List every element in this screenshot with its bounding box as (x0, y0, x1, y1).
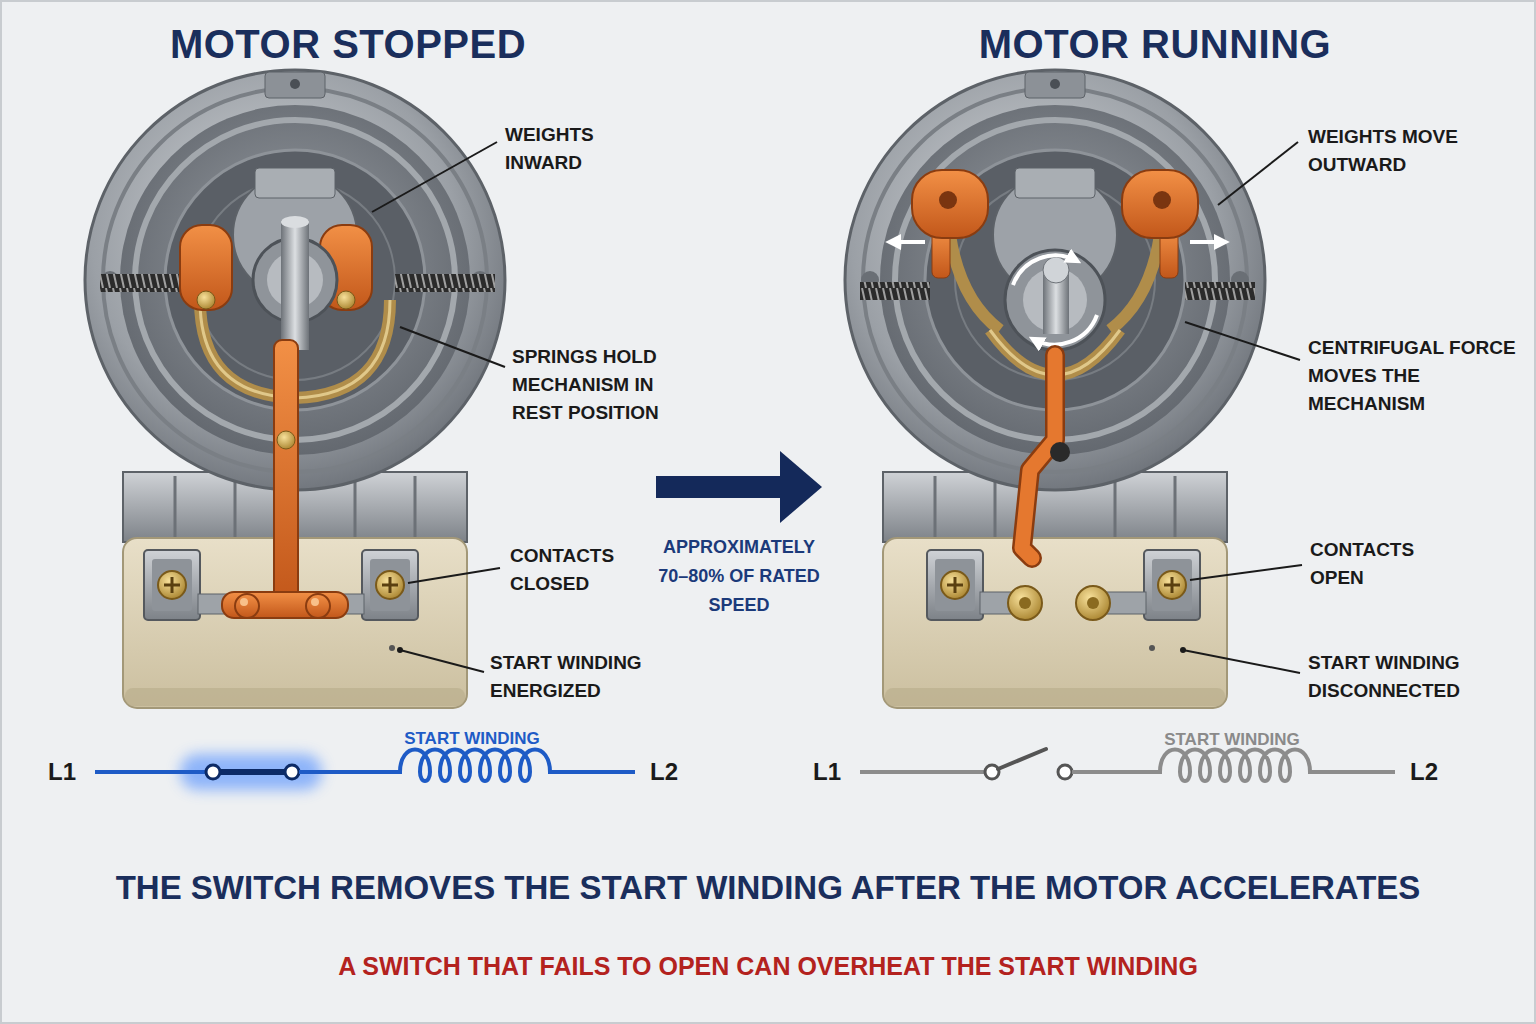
stopped-motor (197, 291, 215, 309)
callout-text: START WINDING ENERGIZED (490, 649, 660, 705)
running-motor (845, 70, 1265, 708)
stopped-motor (222, 592, 348, 618)
winding-name: START WINDING (372, 728, 572, 750)
stopped-motor (337, 291, 355, 309)
running-motor (890, 240, 925, 244)
callout-text: CONTACTS OPEN (1310, 536, 1430, 592)
running-motor (1122, 170, 1198, 238)
running-motor (1087, 597, 1099, 609)
leader-line (408, 568, 500, 583)
callout-text: SPRINGS HOLD MECHANISM IN REST POSITION (512, 343, 677, 427)
closed-circuit-schematic (285, 765, 299, 779)
transition-arrow (656, 476, 780, 498)
running-motor (1185, 282, 1255, 300)
open-circuit-schematic (860, 770, 985, 774)
stopped-motor (240, 598, 248, 606)
stopped-motor (306, 594, 330, 618)
running-motor (1153, 191, 1171, 209)
stopped-motor (235, 594, 259, 618)
running-motor (1005, 250, 1105, 350)
winding-name: START WINDING (1132, 729, 1332, 751)
running-motor (1043, 257, 1069, 283)
running-motor (1008, 586, 1042, 620)
stopped-motor (274, 340, 298, 605)
running-motor (939, 191, 957, 209)
leader-line (1190, 565, 1302, 580)
caption: THE SWITCH REMOVES THE START WINDING AFT… (0, 867, 1536, 909)
open-circuit-schematic (1058, 765, 1072, 779)
callout-text: CENTRIFUGAL FORCE MOVES THE MECHANISM (1308, 334, 1523, 418)
leader-line (1185, 322, 1300, 360)
running-motor (1013, 255, 1077, 285)
open-circuit-schematic (860, 749, 1395, 781)
line-name: L1 (813, 757, 841, 787)
stopped-motor (311, 598, 319, 606)
stopped-motor (277, 431, 295, 449)
stopped-motor (85, 70, 505, 708)
leader-line (1183, 650, 1300, 673)
closed-circuit-schematic (95, 750, 635, 791)
leader-line (372, 142, 1302, 673)
running-motor (1022, 355, 1055, 558)
stopped-motor (395, 274, 495, 292)
panel-heading: MOTOR STOPPED (40, 20, 656, 68)
panel-heading: MOTOR RUNNING (822, 20, 1488, 68)
stopped-motor (180, 225, 232, 310)
line-name: L2 (1410, 757, 1438, 787)
leader-line (400, 650, 484, 672)
line-name: L2 (650, 757, 678, 787)
closed-circuit-schematic (299, 750, 635, 782)
running-motor (1033, 315, 1097, 345)
stopped-motor (362, 550, 418, 620)
closed-circuit-schematic (220, 769, 285, 775)
leader-line (1218, 142, 1298, 205)
callout-text: CONTACTS CLOSED (510, 542, 630, 598)
stopped-motor (281, 220, 309, 350)
callout-text: START WINDING DISCONNECTED (1308, 649, 1483, 705)
running-motor (1190, 240, 1225, 244)
callout-text: WEIGHTS MOVE OUTWARD (1308, 123, 1473, 179)
closed-circuit-schematic (95, 770, 206, 774)
closed-circuit-schematic (206, 765, 220, 779)
open-circuit-schematic (985, 765, 999, 779)
running-motor (1050, 442, 1070, 462)
leader-dot (1180, 647, 1186, 653)
running-motor (860, 282, 930, 300)
running-motor (1022, 355, 1055, 558)
leader-dot (397, 647, 403, 653)
leader-line (372, 142, 497, 212)
stopped-motor (144, 550, 200, 620)
running-motor (1144, 550, 1200, 620)
running-motor (912, 170, 988, 238)
line-name: L1 (48, 757, 76, 787)
running-motor (927, 550, 983, 620)
open-circuit-schematic (1072, 750, 1395, 782)
stopped-motor (281, 216, 309, 228)
warning-note: A SWITCH THAT FAILS TO OPEN CAN OVERHEAT… (18, 950, 1518, 982)
open-circuit-schematic (998, 749, 1046, 769)
running-motor (1019, 597, 1031, 609)
running-motor (1106, 592, 1146, 614)
running-motor (883, 472, 1227, 708)
speed-label: APPROXIMATELY 70–80% OF RATED SPEED (657, 533, 822, 620)
running-motor (1076, 586, 1110, 620)
callout-text: WEIGHTS INWARD (505, 121, 625, 177)
leader-line (400, 327, 505, 367)
